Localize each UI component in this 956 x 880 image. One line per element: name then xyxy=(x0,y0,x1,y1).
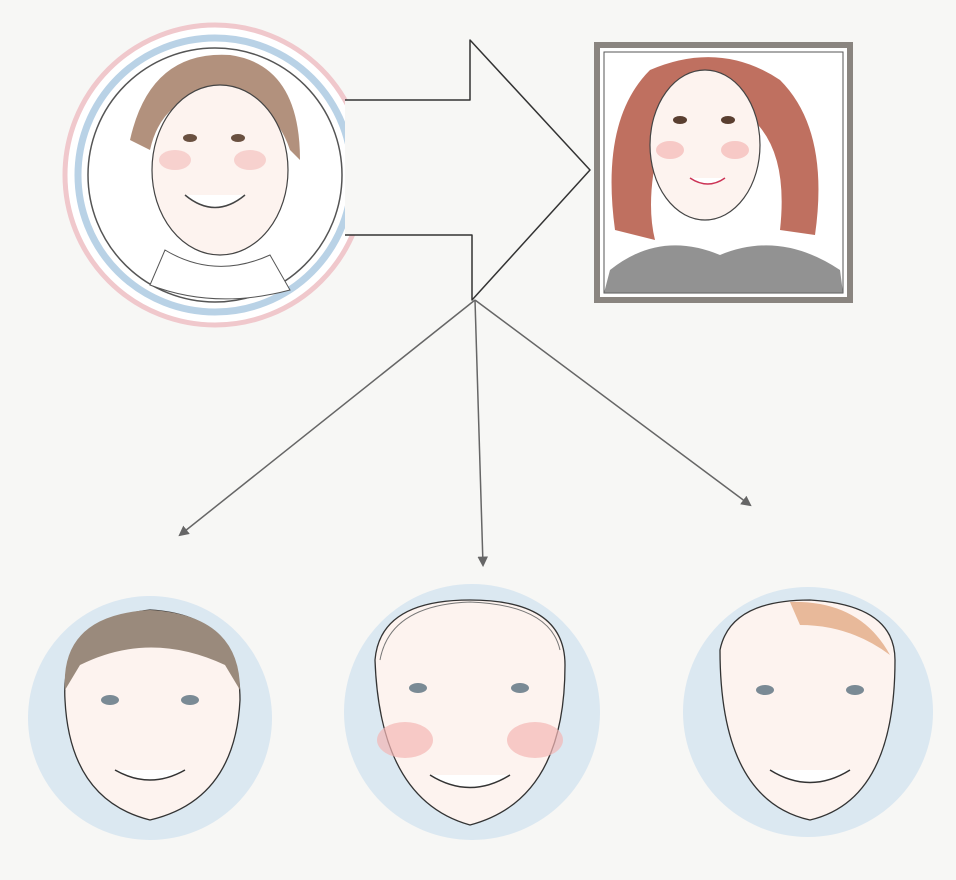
outcome-face-3 xyxy=(683,587,933,837)
transform-arrow xyxy=(345,39,591,301)
branch-arrows xyxy=(178,299,752,568)
arrow-to-face-3 xyxy=(474,299,752,507)
arrow-to-face-1 xyxy=(178,299,476,537)
framed-portrait xyxy=(594,42,853,303)
source-portrait xyxy=(62,22,368,328)
outcome-face-2 xyxy=(344,584,600,840)
outcome-face-1 xyxy=(28,596,272,840)
arrow-to-face-2 xyxy=(474,299,488,568)
